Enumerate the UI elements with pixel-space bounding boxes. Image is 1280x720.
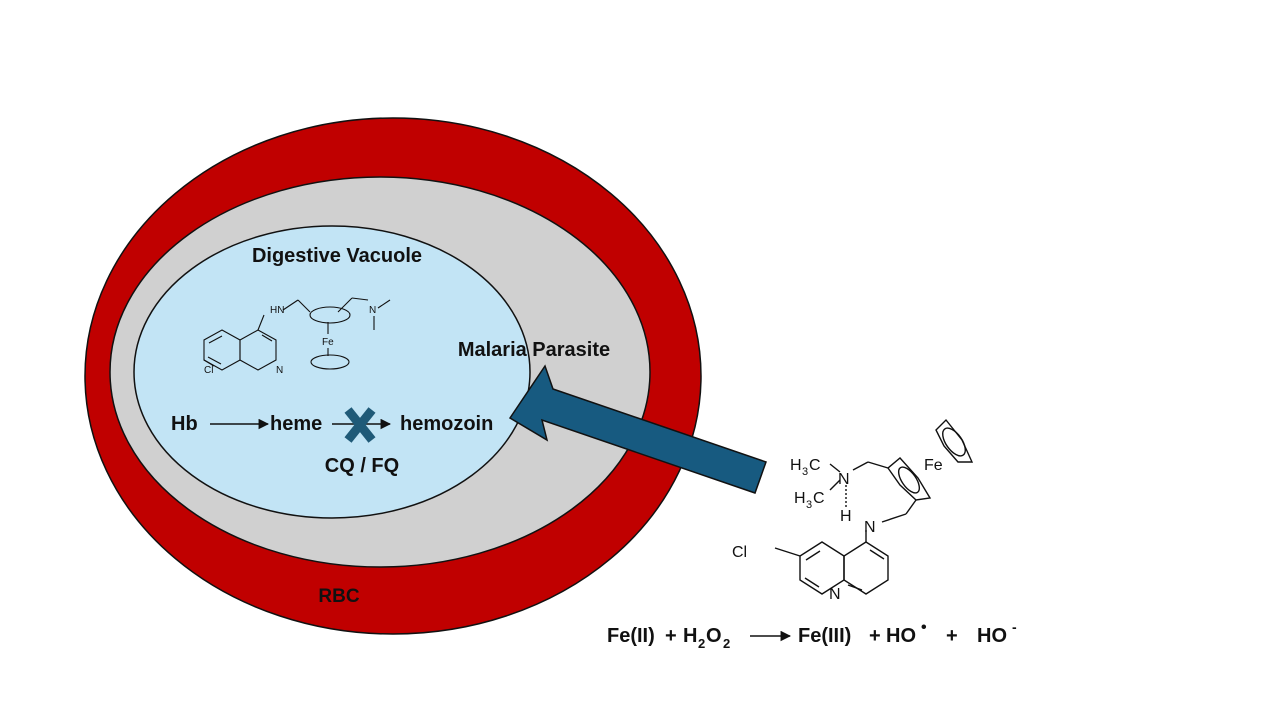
large-iron: Fe (924, 457, 943, 474)
large-methyl1-h: H (790, 457, 802, 474)
small-amine-label: HN (270, 305, 284, 316)
drugs-label: CQ / FQ (325, 455, 399, 477)
ferroquine-molecule-large (774, 418, 974, 595)
reaction-plus3: + (946, 625, 958, 647)
large-chlorine: Cl (732, 544, 747, 561)
reaction-plus2: + (869, 625, 881, 647)
ferroquine-molecule-small (203, 297, 391, 371)
reaction-radical-dot: • (921, 619, 927, 636)
fenton-reaction: Fe(II) + H 2 O 2 Fe(III) + HO • + HO - (607, 619, 1017, 651)
reaction-o-sub: 2 (723, 636, 730, 651)
pathway-heme: heme (270, 413, 322, 435)
small-chlorine-label: Cl (204, 365, 213, 376)
reaction-hydroxyl-radical: HO (886, 625, 916, 647)
reaction-fe2: Fe(II) (607, 625, 655, 647)
large-methyl2-sub: 3 (806, 499, 812, 511)
reaction-o: O (706, 625, 722, 647)
reaction-h-sub: 2 (698, 636, 705, 651)
pathway-hb: Hb (171, 413, 198, 435)
digestive-vacuole (133, 225, 531, 519)
vacuole-label: Digestive Vacuole (252, 245, 422, 267)
large-methyl1-c: C (809, 457, 821, 474)
parasite-label: Malaria Parasite (458, 339, 610, 361)
large-amine-n: N (838, 471, 850, 488)
reaction-fe3: Fe(III) (798, 625, 851, 647)
entry-arrow (508, 364, 767, 494)
large-methyl2-c: C (813, 490, 825, 507)
small-dimethyl-n-label: N (369, 305, 376, 316)
reaction-hydroxide: HO (977, 625, 1007, 647)
large-methyl1-sub: 3 (802, 466, 808, 478)
rbc-label: RBC (318, 586, 359, 607)
reaction-plus1: + (665, 625, 677, 647)
reaction-h: H (683, 625, 697, 647)
reaction-hydroxide-charge: - (1012, 619, 1017, 635)
large-methyl2-h: H (794, 490, 806, 507)
small-iron-label: Fe (322, 337, 334, 348)
pathway-hemozoin: hemozoin (400, 413, 493, 435)
cross-icon (344, 407, 376, 443)
large-hydrogen: H (840, 508, 852, 525)
large-linker-n: N (864, 519, 876, 536)
small-nitrogen-label: N (276, 365, 283, 376)
large-ring-n: N (829, 586, 841, 603)
